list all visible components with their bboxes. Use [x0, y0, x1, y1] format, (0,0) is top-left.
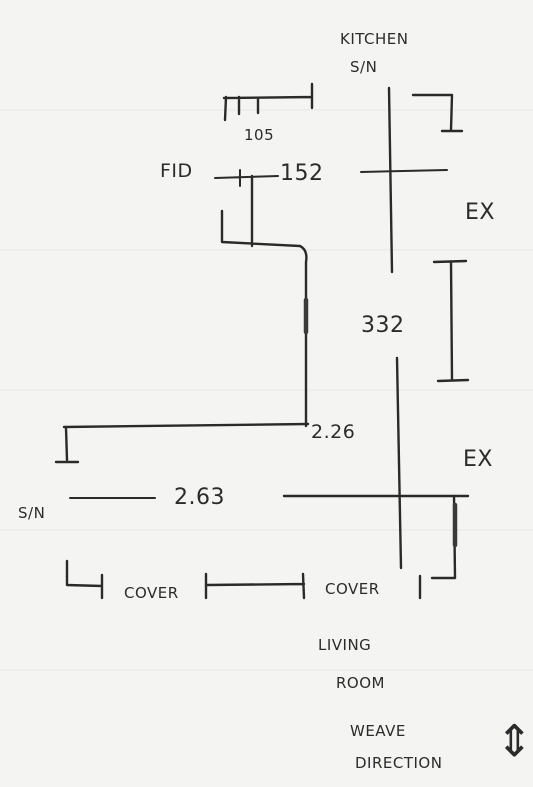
weave-direction-arrow-icon: ⇕ [496, 716, 533, 767]
top-left-bracket [222, 82, 314, 122]
right-bottom-bracket [430, 494, 457, 580]
center-vertical-line [395, 356, 403, 570]
paper-texture [0, 109, 533, 671]
room-label: ROOM [336, 674, 385, 692]
cover-label-left: COVER [124, 584, 179, 602]
dimension-332: 332 [361, 313, 405, 338]
kitchen-label: KITCHEN [340, 30, 409, 48]
dimension-152: 152 [280, 161, 324, 186]
cover-label-right: COVER [325, 580, 380, 598]
dimension-263: 2.63 [174, 485, 225, 510]
fid-dimension-line [214, 169, 279, 187]
wall-226 [54, 422, 310, 464]
kitchen-horizontal-line [360, 169, 448, 173]
top-right-bracket [411, 93, 464, 133]
kitchen-right-line [387, 86, 394, 274]
dim-332-line [432, 259, 470, 383]
weave-label: WEAVE [350, 722, 406, 740]
direction-label: DIRECTION [355, 754, 443, 772]
ex-label-top: EX [465, 200, 495, 225]
bottom-cover-line [65, 559, 422, 600]
sn-left-label: S/N [18, 504, 46, 522]
dimension-105: 105 [244, 126, 275, 144]
fid-label: FID [160, 160, 193, 182]
living-label: LIVING [318, 636, 372, 654]
corridor-left-wall [220, 174, 308, 428]
dimension-226: 2.26 [311, 421, 356, 443]
kitchen-sn-label: S/N [350, 58, 378, 76]
ex-label-bottom: EX [463, 447, 493, 472]
